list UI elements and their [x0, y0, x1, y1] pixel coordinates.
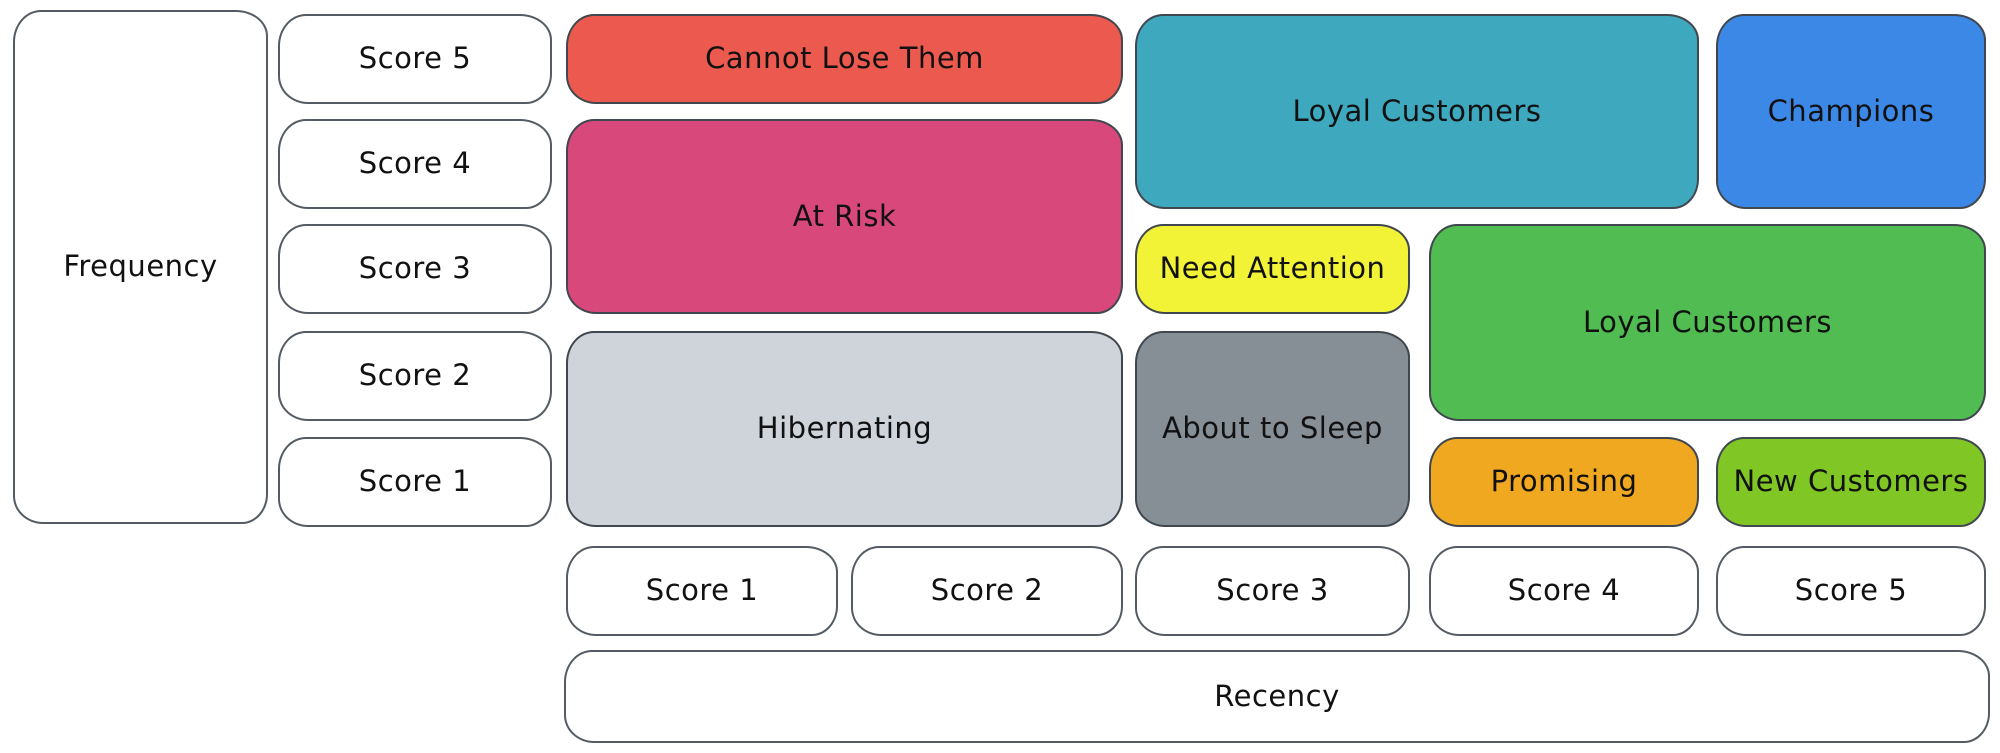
segment-box-hibernating-label: Hibernating [756, 411, 933, 446]
segment-box-loyal-customers-upper: Loyal Customers [1135, 14, 1699, 209]
segment-box-need-attention: Need Attention [1135, 224, 1410, 314]
segment-box-need-attention-label: Need Attention [1159, 251, 1386, 286]
segment-box-about-to-sleep: About to Sleep [1135, 331, 1410, 527]
frequency-axis-label: Frequency [63, 249, 218, 284]
frequency-score-box-3: Score 3 [278, 224, 552, 314]
segment-box-at-risk: At Risk [566, 119, 1123, 314]
recency-axis-label-box: Recency [564, 650, 1990, 743]
recency-score-box-3: Score 3 [1135, 546, 1410, 636]
recency-score-box-4: Score 4 [1429, 546, 1699, 636]
recency-score-box-1: Score 1 [566, 546, 838, 636]
frequency-score-box-2-label: Score 2 [358, 358, 472, 393]
segment-box-loyal-customers-upper-label: Loyal Customers [1292, 93, 1542, 128]
segment-box-about-to-sleep-label: About to Sleep [1162, 411, 1383, 446]
recency-score-box-5: Score 5 [1716, 546, 1986, 636]
recency-score-box-2-label: Score 2 [930, 573, 1044, 608]
frequency-score-box-4-label: Score 4 [358, 146, 472, 181]
segment-box-loyal-customers-right-label: Loyal Customers [1582, 304, 1833, 339]
frequency-score-box-5: Score 5 [278, 14, 552, 104]
segment-box-hibernating: Hibernating [566, 331, 1123, 527]
recency-score-box-2: Score 2 [851, 546, 1123, 636]
frequency-score-box-1: Score 1 [278, 437, 552, 527]
segment-box-new-customers-label: New Customers [1733, 464, 1969, 499]
recency-score-box-5-label: Score 5 [1794, 573, 1908, 608]
segment-box-promising-label: Promising [1490, 464, 1638, 499]
frequency-score-box-2: Score 2 [278, 331, 552, 421]
segment-box-promising: Promising [1429, 437, 1699, 527]
segment-box-cannot-lose-them: Cannot Lose Them [566, 14, 1123, 104]
segment-box-champions-label: Champions [1767, 93, 1935, 128]
segment-box-at-risk-label: At Risk [792, 198, 897, 233]
segment-box-cannot-lose-them-label: Cannot Lose Them [705, 41, 984, 76]
recency-score-box-3-label: Score 3 [1216, 573, 1329, 608]
segment-box-champions: Champions [1716, 14, 1986, 209]
recency-score-box-1-label: Score 1 [645, 573, 759, 608]
segment-box-loyal-customers-right: Loyal Customers [1429, 224, 1986, 421]
frequency-score-box-3-label: Score 3 [358, 251, 472, 286]
frequency-axis-label-box: Frequency [13, 10, 268, 524]
frequency-score-box-1-label: Score 1 [358, 464, 472, 499]
recency-score-box-4-label: Score 4 [1507, 573, 1621, 608]
frequency-score-box-5-label: Score 5 [358, 41, 472, 76]
recency-axis-label: Recency [1214, 678, 1340, 713]
segment-box-new-customers: New Customers [1716, 437, 1986, 527]
frequency-score-box-4: Score 4 [278, 119, 552, 209]
